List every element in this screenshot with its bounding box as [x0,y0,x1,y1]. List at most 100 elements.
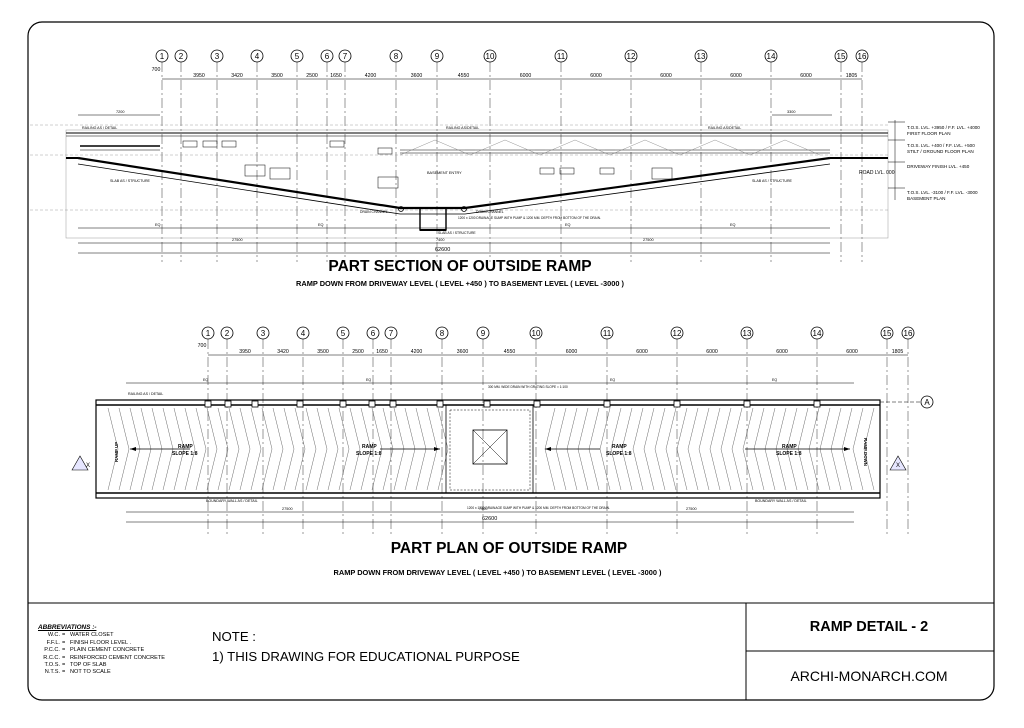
plan-drawing: RAMP SLOPE 1:8 RAMP SLOPE 1:8 RAMP SLOPE… [71,378,934,523]
column-7 [389,400,397,408]
grid-dim-14: 6000 [846,349,858,355]
column-14 [813,400,821,408]
ramp-label-1: RAMP [178,444,193,450]
plan-outline [95,399,881,499]
grid-dim-3: 3420 [231,73,243,79]
grid-label-9: 9 [481,329,486,338]
groove-9 [195,407,207,491]
abbreviations-title: ABBREVIATIONS :- [38,624,97,631]
railing-left-note: RAILING AS / DETAIL [82,126,117,130]
grid-dim-5: 2500 [352,349,364,355]
site-name[interactable]: ARCHI-MONARCH.COM [790,668,948,684]
grid-bubble-15 [880,326,894,340]
plan-columns [204,400,821,408]
groove-19 [305,407,317,491]
section-mark-left [71,455,89,471]
sump-plan-note: 1200 x 1200 DRAINAGE SUMP WITH PUMP & 12… [467,506,610,510]
grid-label-7: 7 [343,52,348,61]
dim-eq-1: EQ [155,223,161,227]
abbreviation-equals: = [62,632,66,639]
section-window-1 [244,164,266,177]
grid-bubble-16 [855,49,869,63]
column-12 [673,400,681,408]
grid-dim-1: 700 [198,343,207,349]
section-opening-1 [182,140,198,148]
section-opening-2 [202,140,218,148]
ramp-arrowhead-4 [844,447,850,451]
grid-bubble-2 [220,326,234,340]
grid-label-8: 8 [440,329,445,338]
grid-label-16: 16 [858,52,867,61]
groove-31 [437,407,449,491]
ramp-profile [77,156,831,210]
grid-label-13: 13 [743,329,752,338]
grid-dim-9: 4550 [504,349,516,355]
groove-11 [217,407,229,491]
abbreviation-key: P.C.C. [44,647,60,654]
groove-48 [720,407,732,491]
grid-dim-15: 1805 [846,73,858,79]
grid-bubble-4 [250,49,264,63]
level-first-plan: FIRST FLOOR PLAN [907,131,951,136]
dim-centre: 7400 [436,238,444,242]
drawing-title: RAMP DETAIL - 2 [809,619,929,635]
abbreviation-value: FINISH FLOOR LEVEL . [70,639,132,646]
grid-dim-14: 6000 [800,73,812,79]
grid-label-4: 4 [255,52,260,61]
grid-bubble-6 [366,326,380,340]
level-driveway: DRIVEWAY FINISH LVL. +450 [907,164,970,169]
grid-dim-13: 6000 [730,73,742,79]
abbreviation-value: NOT TO SCALE [70,669,111,676]
grid-bubble-7 [384,326,398,340]
abbreviation-equals: = [62,654,66,661]
abbreviation-key: N.T.S. [44,669,60,676]
grid-dim-11: 6000 [590,73,602,79]
grid-bubble-11 [600,326,614,340]
grid-dim-6: 1650 [330,73,342,79]
slope-label-2: SLOPE 1:8 [356,451,382,457]
abbreviation-item: R.C.C.=REINFORCED CEMENT CONCRETE [38,655,208,662]
grid-label-11: 11 [557,52,566,61]
grid-dim-9: 4550 [458,73,470,79]
grid-bubble-2 [174,49,188,63]
abbreviation-item: P.C.C.=PLAIN CEMENT CONCRETE [38,647,208,654]
dim-left-top: 7200 [116,110,124,114]
sump-note: 1200 x 1200 DRAINAGE SUMP WITH PUMP & 12… [458,216,601,220]
column-8 [436,400,444,408]
grid-label-6: 6 [371,329,376,338]
groove-49 [731,407,743,491]
railing-right-note: RAILING AS/DETAIL [708,126,741,130]
grid-bubble-8 [389,49,403,63]
section-title: PART SECTION OF OUTSIDE RAMP [328,258,592,275]
groove-17 [283,407,295,491]
groove-10 [206,407,218,491]
dim-eq-4: EQ [730,223,736,227]
slab-right-note: SLAB AS / STRUCTURE [752,179,793,183]
groove-40 [632,407,644,491]
grid-bubble-13 [694,49,708,63]
grid-dim-2: 3950 [239,349,251,355]
grid-label-4: 4 [301,329,306,338]
plan-subtitle: RAMP DOWN FROM DRIVEWAY LEVEL ( LEVEL +4… [333,568,662,577]
grid-label-15: 15 [883,329,892,338]
grid-dim-8: 3600 [457,349,469,355]
column-1 [204,400,212,408]
drain-plan-note: 300 MM. WIDE DRAIN WITH GRATING SLOPE = … [488,385,568,389]
section-subtitle: RAMP DOWN FROM DRIVEWAY LEVEL ( LEVEL +4… [296,279,624,288]
grid-bubble-8 [435,326,449,340]
groove-44 [676,407,688,491]
ramp-arrowhead-3 [545,447,551,451]
abbreviation-key: W.C. [47,632,60,639]
grid-label-1: 1 [160,52,165,61]
section-opening-4 [329,140,345,148]
groove-24 [360,407,372,491]
grid-label-1: 1 [206,329,211,338]
section-openings [182,140,673,189]
level-road: ROAD LVL. 000 [859,170,895,176]
grid-bubble-14 [810,326,824,340]
groove-47 [709,407,721,491]
grid-bubble-1 [155,49,169,63]
dim-total: 62600 [435,247,450,253]
